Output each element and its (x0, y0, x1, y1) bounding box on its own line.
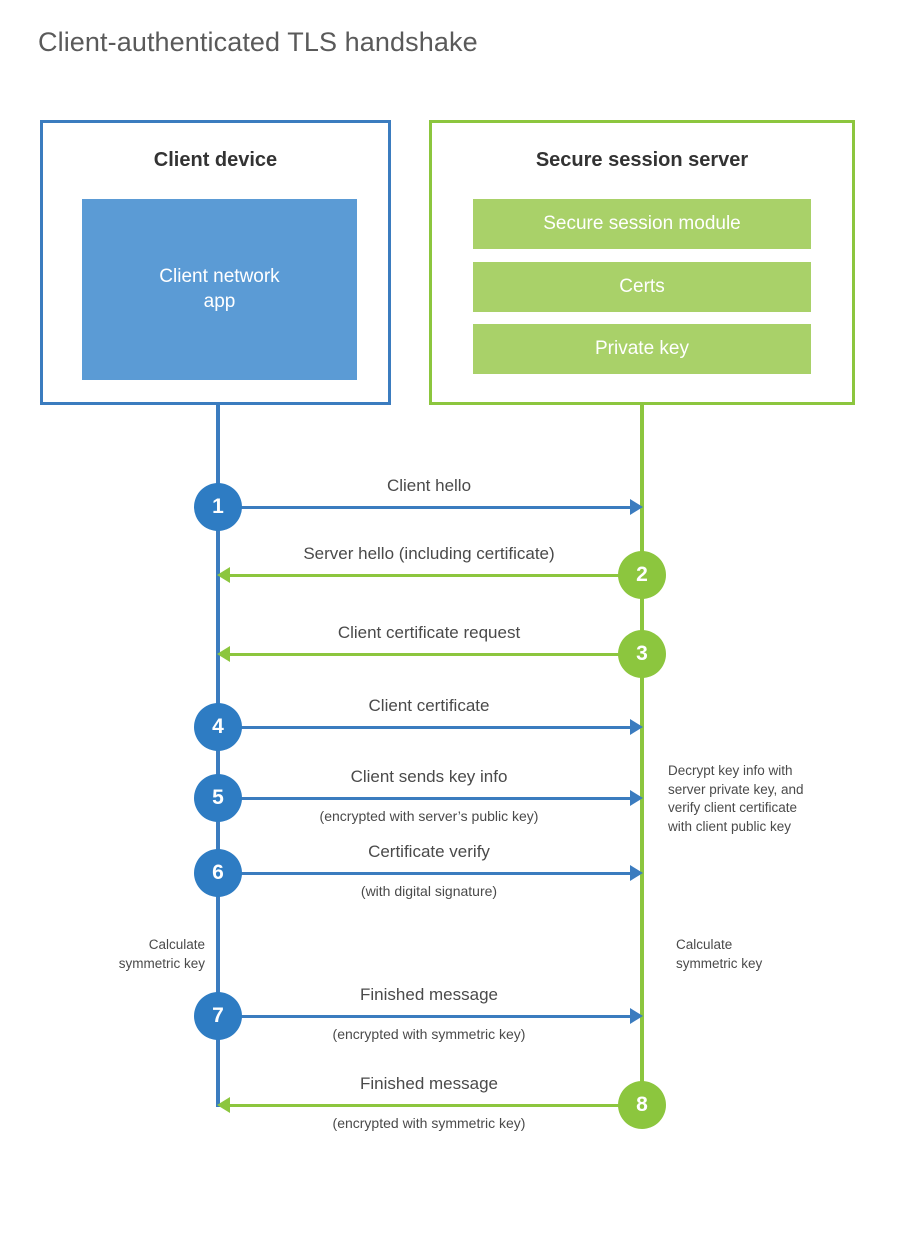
arrow-right-icon-7 (630, 1008, 643, 1024)
client-lifeline (216, 402, 220, 1107)
message-sublabel-5: (encrypted with server’s public key) (319, 808, 539, 824)
message-arrow-line-5 (218, 797, 632, 800)
step-badge-1[interactable]: 1 (194, 483, 242, 531)
message-label-6: Certificate verify (368, 842, 490, 861)
message-arrow-line-1 (218, 506, 632, 509)
note-server-decrypt: Decrypt key info with server private key… (668, 763, 804, 834)
arrow-right-icon-4 (630, 719, 643, 735)
step-badge-3[interactable]: 3 (618, 630, 666, 678)
message-label-4: Client certificate (368, 696, 490, 715)
step-badge-2[interactable]: 2 (618, 551, 666, 599)
step-badge-4[interactable]: 4 (194, 703, 242, 751)
step-badge-6[interactable]: 6 (194, 849, 242, 897)
server-block-certs: Certs (473, 262, 811, 312)
message-sublabel-7: (encrypted with symmetric key) (332, 1026, 526, 1042)
secure-session-server-box: Secure session server Secure session mod… (429, 120, 855, 405)
client-network-app-block: Client network app (82, 199, 357, 380)
message-arrow-line-7 (218, 1015, 632, 1018)
step-badge-8[interactable]: 8 (618, 1081, 666, 1129)
message-arrow-line-4 (218, 726, 632, 729)
arrow-left-icon-8 (217, 1097, 230, 1113)
message-label-1: Client hello (386, 476, 472, 495)
secure-session-server-title: Secure session server (535, 149, 749, 171)
page-title: Client-authenticated TLS handshake (38, 27, 478, 57)
arrow-right-icon-1 (630, 499, 643, 515)
server-lifeline (640, 402, 644, 1107)
message-arrow-line-6 (218, 872, 632, 875)
message-label-8: Finished message (360, 1074, 498, 1093)
client-device-box: Client device Client network app (40, 120, 391, 405)
arrow-left-icon-3 (217, 646, 230, 662)
arrow-right-icon-5 (630, 790, 643, 806)
message-label-5: Client sends key info (350, 767, 508, 786)
message-arrow-line-8 (228, 1104, 642, 1107)
server-block-secure-session-module: Secure session module (473, 199, 811, 249)
message-label-7: Finished message (360, 985, 498, 1004)
message-sublabel-6: (with digital signature) (360, 883, 498, 899)
arrow-left-icon-2 (217, 567, 230, 583)
message-arrow-line-2 (228, 574, 642, 577)
message-sublabel-8: (encrypted with symmetric key) (332, 1115, 526, 1131)
note-client-calculate-symmetric-key: Calculate symmetric key (118, 937, 205, 971)
step-badge-5[interactable]: 5 (194, 774, 242, 822)
client-device-title: Client device (153, 149, 278, 171)
message-label-3: Client certificate request (337, 623, 521, 642)
server-block-private-key: Private key (473, 324, 811, 374)
step-badge-7[interactable]: 7 (194, 992, 242, 1040)
message-arrow-line-3 (228, 653, 642, 656)
message-label-2: Server hello (including certificate) (303, 544, 555, 563)
note-server-calculate-symmetric-key: Calculate symmetric key (676, 937, 763, 971)
arrow-right-icon-6 (630, 865, 643, 881)
